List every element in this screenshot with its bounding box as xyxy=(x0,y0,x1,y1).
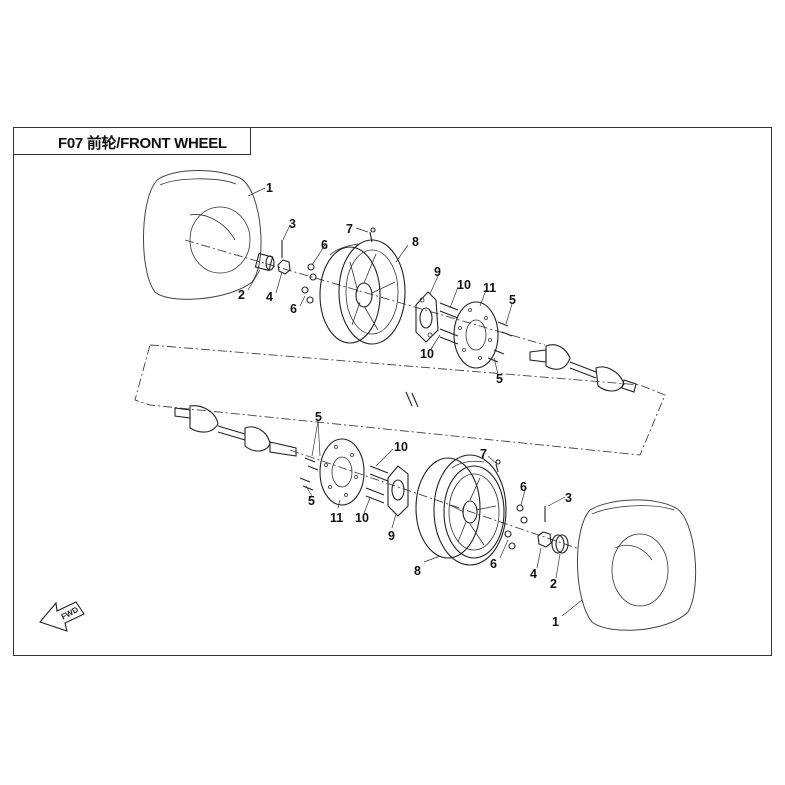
callout-5a-lower: 5 xyxy=(315,410,322,424)
callout-6b-lower: 6 xyxy=(490,557,497,571)
callout-6a-lower: 6 xyxy=(520,480,527,494)
rim-lower xyxy=(415,454,507,566)
title-box xyxy=(13,127,251,155)
callout-6a-upper: 6 xyxy=(321,238,328,252)
callout-1-lower: 1 xyxy=(552,615,559,629)
callout-3-upper: 3 xyxy=(289,217,296,231)
spacer-lower xyxy=(551,534,569,554)
rim-upper xyxy=(319,239,406,345)
callout-9-upper: 9 xyxy=(434,265,441,279)
callout-5b-lower: 5 xyxy=(308,494,315,508)
callout-8-lower: 8 xyxy=(414,564,421,578)
callout-11-lower: 11 xyxy=(330,511,343,525)
nut-upper xyxy=(277,259,291,275)
callout-1-upper: 1 xyxy=(266,181,273,195)
drive-shaft-upper xyxy=(529,344,637,393)
callout-5b-upper: 5 xyxy=(496,372,503,386)
callout-10b-lower: 10 xyxy=(355,511,369,525)
hub-upper xyxy=(415,291,439,343)
break-mark xyxy=(405,391,419,408)
callout-4-upper: 4 xyxy=(266,290,273,304)
callout-8-upper: 8 xyxy=(412,235,419,249)
fwd-label: FWD xyxy=(60,605,81,622)
spacer-upper xyxy=(254,252,275,272)
upper-assembly xyxy=(134,170,666,456)
callouts: 1 2 3 4 6 6 7 8 9 10 10 11 5 5 5 5 10 10… xyxy=(238,181,572,629)
tire-upper xyxy=(143,170,262,300)
drive-shaft-lower xyxy=(174,405,297,457)
callout-2-lower: 2 xyxy=(550,577,557,591)
fwd-arrow-icon: FWD xyxy=(39,601,85,632)
callout-10b-upper: 10 xyxy=(420,347,434,361)
callout-7-lower: 7 xyxy=(480,447,487,461)
callout-10a-upper: 10 xyxy=(457,278,471,292)
page-title: F07 前轮/FRONT WHEEL xyxy=(58,135,227,152)
callout-4-lower: 4 xyxy=(530,567,537,581)
callout-2-upper: 2 xyxy=(238,288,245,302)
callout-6b-upper: 6 xyxy=(290,302,297,316)
tire-lower xyxy=(577,499,697,631)
disc-bolts-upper xyxy=(487,321,513,363)
brake-disc-upper xyxy=(453,301,499,369)
drawing-frame xyxy=(13,127,772,656)
callout-11-upper: 11 xyxy=(483,281,496,295)
nuts-lower xyxy=(504,504,528,550)
callout-9-lower: 9 xyxy=(388,529,395,543)
hub-lower xyxy=(387,465,409,517)
bolts-lower xyxy=(365,465,389,504)
callout-3-lower: 3 xyxy=(565,491,572,505)
callout-7-upper: 7 xyxy=(346,222,353,236)
callout-10a-lower: 10 xyxy=(394,440,408,454)
lower-assembly xyxy=(174,405,697,631)
nuts-upper xyxy=(301,263,317,304)
disc-bolts-lower xyxy=(299,457,319,491)
callout-5a-upper: 5 xyxy=(509,293,516,307)
leader-lines xyxy=(247,187,583,617)
brake-disc-lower xyxy=(319,438,365,506)
